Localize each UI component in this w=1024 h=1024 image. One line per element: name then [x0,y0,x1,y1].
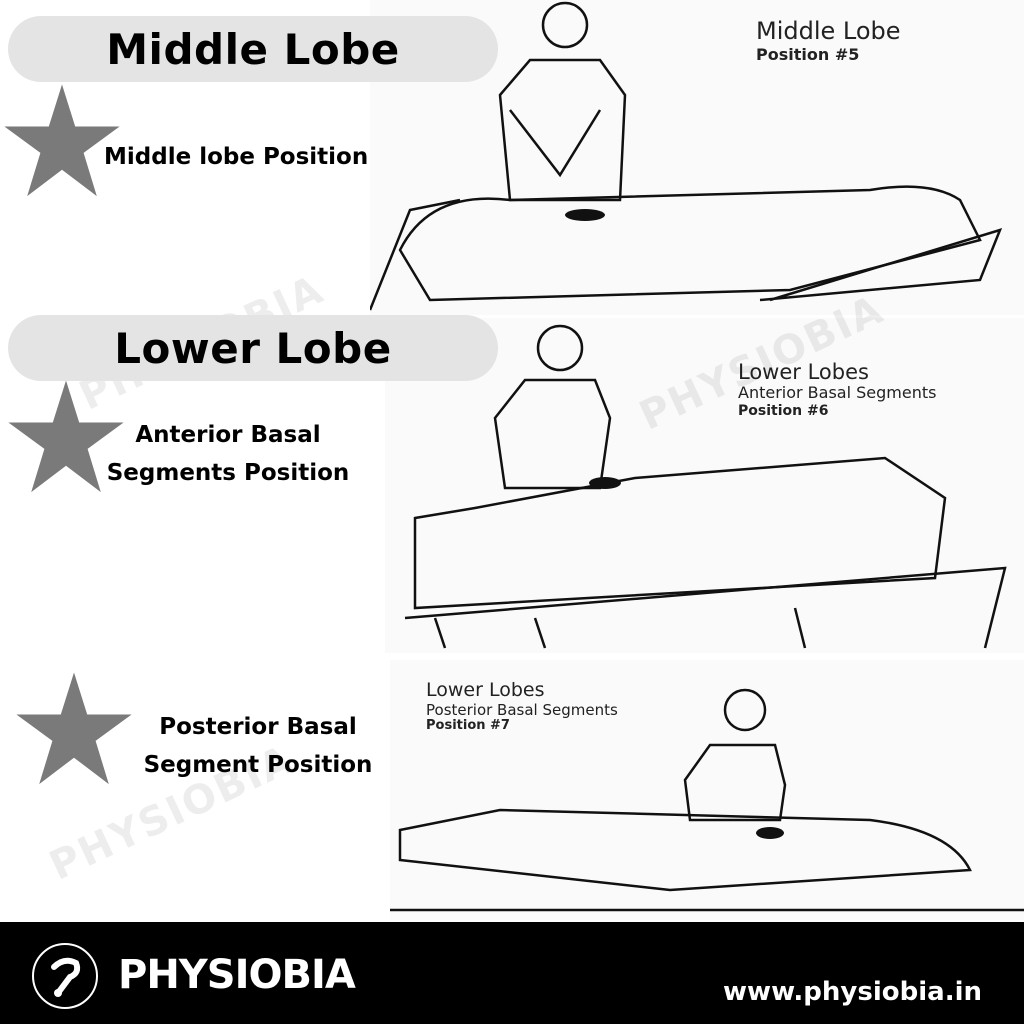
heading-middle-lobe: Middle Lobe [8,16,498,82]
caption-position: Position #6 [738,402,829,419]
middle-lobe-position-label: Middle lobe Position [104,144,369,170]
caption-title: Lower Lobes [426,679,545,701]
star-icon [4,84,120,197]
physiobia-logo-icon [32,943,98,1009]
anterior-basal-label: Anterior Basal Segments Position [106,422,350,486]
footer-brand: PHYSIOBIA [118,952,356,998]
footer: PHYSIOBIA www.physiobia.in [0,922,1024,1024]
footer-url[interactable]: www.physiobia.in [723,977,982,1007]
caption-title: Lower Lobes [738,360,869,384]
caption-position: Position #5 [756,44,860,64]
caption-position-5: Middle Lobe Position #5 [756,17,901,64]
star-icon [8,380,124,493]
caption-position: Position #7 [426,718,510,734]
illustration-anterior-basal-position [385,318,1024,653]
caption-title: Middle Lobe [756,17,901,45]
caption-position-7: Lower Lobes Posterior Basal Segments Pos… [426,679,618,734]
illustration-posterior-basal-position [390,660,1024,920]
caption-subtitle: Posterior Basal Segments [426,700,618,719]
heading-lower-lobe: Lower Lobe [8,315,498,381]
posterior-basal-label: Posterior Basal Segment Position [143,714,373,778]
caption-position-6: Lower Lobes Anterior Basal Segments Posi… [738,360,936,419]
caption-subtitle: Anterior Basal Segments [738,383,937,403]
star-icon [16,672,132,785]
